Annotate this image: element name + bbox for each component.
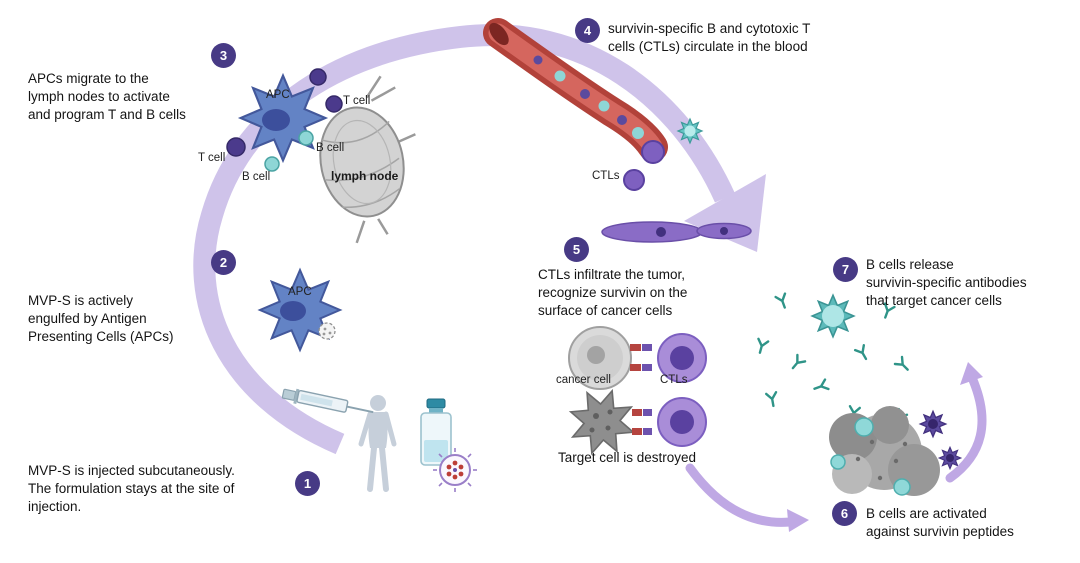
- b-cell-icon: [854, 417, 874, 437]
- ctls-blood-label: CTLs: [592, 170, 620, 182]
- t-and-b-cells: [226, 68, 343, 172]
- t-cell-right-label: T cell: [343, 95, 371, 107]
- t-cell-icon: [325, 95, 343, 113]
- step-3-badge: 3: [211, 43, 236, 68]
- ctls-tumor-label: CTLs: [660, 374, 688, 386]
- b-cell-bottom-label: B cell: [242, 171, 271, 183]
- t-cell-left-label: T cell: [198, 152, 226, 164]
- t-cell-icon: [309, 68, 327, 86]
- apc-cell-top: [239, 74, 327, 162]
- target-destroyed-label: Target cell is destroyed: [558, 450, 697, 465]
- arrow-to-step-6: [685, 463, 809, 532]
- b-cell-top-label: B cell: [316, 142, 345, 154]
- ctl-icon: [623, 169, 645, 191]
- step-5-badge: 5: [564, 237, 589, 262]
- b-cell-icon: [893, 478, 911, 496]
- injection-site-illustration: [281, 388, 477, 492]
- step-3-text: APCs migrate to the lymph nodes to activ…: [28, 71, 186, 122]
- step-1-text: MVP-S is injected subcutaneously. The fo…: [28, 463, 235, 514]
- lymph-node-illustration: [319, 75, 416, 244]
- b-cell-icon: [298, 130, 314, 146]
- apc-top-label: APC: [266, 89, 290, 101]
- vessel-wall-cells: [601, 221, 752, 243]
- step-6-badge: 6: [832, 501, 857, 526]
- circulating-ctls: [623, 118, 703, 191]
- human-figure: [358, 395, 397, 492]
- step-6-text: B cells are activated against survivin p…: [866, 506, 1014, 539]
- ctl-icon: [641, 140, 665, 164]
- step-4-text: survivin-specific B and cytotoxic T cell…: [608, 21, 811, 54]
- blood-vessel-illustration: [483, 18, 668, 162]
- mvp-s-particle-icon: [433, 448, 477, 492]
- tumor-recognition-illustration: [568, 326, 707, 390]
- receptor-pair-icons: [630, 344, 652, 371]
- lymph-node-label: lymph node: [331, 169, 399, 183]
- activated-b-cells-tumor: [829, 406, 962, 496]
- b-cell-antibody-release: [753, 292, 913, 427]
- step-4-badge: 4: [575, 18, 600, 43]
- t-cell-icon: [226, 137, 246, 157]
- target-destruction-illustration: [559, 379, 707, 465]
- step-2-badge: 2: [211, 250, 236, 275]
- b-cell-icon: [264, 156, 280, 172]
- b-cell-spiky-icon: [677, 118, 703, 144]
- step-7-text: B cells release survivin-specific antibo…: [866, 257, 1027, 308]
- step-5-text: CTLs infiltrate the tumor, recognize sur…: [538, 267, 688, 318]
- syringe-icon: [281, 388, 374, 414]
- step-2-text: MVP-S is actively engulfed by Antigen Pr…: [28, 293, 174, 344]
- apc-mid-label: APC: [288, 286, 312, 298]
- b-cell-icon: [830, 454, 846, 470]
- arrow-to-step-7: [945, 362, 987, 483]
- cancer-cell-label: cancer cell: [556, 374, 611, 386]
- receptor-pair-icons: [632, 409, 652, 435]
- step-1-badge: 1: [295, 471, 320, 496]
- apc-cell-mid: [259, 269, 341, 351]
- vaccine-vial-icon: [420, 398, 452, 466]
- step-7-badge: 7: [833, 257, 858, 282]
